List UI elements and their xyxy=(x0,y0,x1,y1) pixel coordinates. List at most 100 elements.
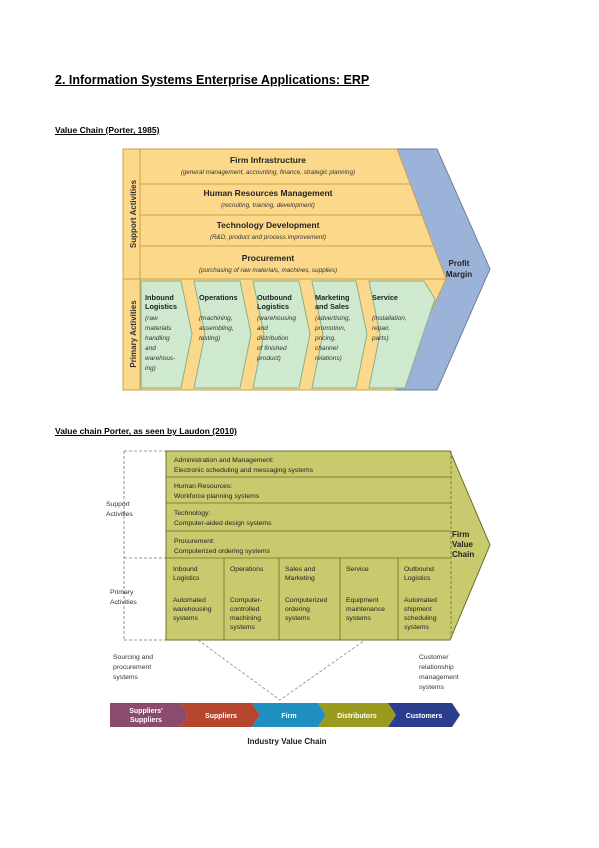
laudon-primary-sub: systems xyxy=(285,615,311,622)
primary-sub: product) xyxy=(256,355,281,362)
primary-title: and Sales xyxy=(315,302,349,311)
support-activities-label: Support Activities xyxy=(129,179,138,248)
primary-sub: and xyxy=(257,325,268,332)
laudon-primary-sub: ordering xyxy=(285,606,310,613)
laudon-primary-sub: systems xyxy=(346,615,372,622)
laudon-primary-sub: warehousing xyxy=(172,606,212,613)
support-row-sub: (purchasing of raw materials, machines, … xyxy=(199,267,337,274)
primary-chevron xyxy=(140,280,193,389)
laudon-primary-inbound: Inbound Logistics Automated warehousing … xyxy=(172,566,212,622)
laudon-primary-sub: systems xyxy=(173,615,199,622)
primary-sub: (installation, xyxy=(372,315,407,322)
primary-sub: promotion, xyxy=(314,325,346,332)
primary-title: Logistics xyxy=(145,302,177,311)
caption-porter: Value Chain (Porter, 1985) xyxy=(55,125,160,135)
primary-chevron xyxy=(311,280,368,389)
primary-title: Marketing xyxy=(315,293,349,302)
support-row-title: Procurement xyxy=(242,253,295,263)
primary-sub: materials xyxy=(145,325,172,332)
primary-sub: ing) xyxy=(145,365,156,372)
sourcing-label: Sourcing and xyxy=(113,654,153,661)
laudon-primary-sub: systems xyxy=(404,624,430,631)
laudon-primary-title: Inbound xyxy=(173,566,198,573)
chain-segment-suppliers xyxy=(180,703,260,727)
laudon-primary-title: Marketing xyxy=(285,575,315,582)
support-row-title: Technology Development xyxy=(217,220,320,230)
primary-activity-outbound: Outbound Logistics (warehousing and dist… xyxy=(256,293,296,362)
firm-value-chain-label: Firm xyxy=(452,530,469,539)
funnel-lines xyxy=(197,639,366,701)
laudon-primary-title: Operations xyxy=(230,566,264,573)
primary-sub: (warehousing xyxy=(257,315,296,322)
primary-title: Operations xyxy=(199,293,238,302)
primary-chevron xyxy=(368,280,436,389)
laudon-primary-service: Service Equipment maintenance systems xyxy=(346,566,385,622)
primary-title: Service xyxy=(372,293,398,302)
laudon-primary-sub: Automated xyxy=(173,597,206,604)
support-row-sub: (R&D, product and process improvement) xyxy=(210,234,326,241)
primary-sub: and xyxy=(145,345,156,352)
chain-label: Suppliers' xyxy=(129,708,163,715)
laudon-support-title: Procurement: xyxy=(174,538,215,545)
primary-sub: handling xyxy=(145,335,170,342)
chain-segment-distributors xyxy=(318,703,396,727)
laudon-support-title: Technology: xyxy=(174,510,210,517)
support-row: Procurement (purchasing of raw materials… xyxy=(199,253,337,274)
laudon-primary-title: Logistics xyxy=(173,575,200,582)
support-row-sub: (recruiting, training, development) xyxy=(221,202,315,209)
caption-laudon: Value chain Porter, as seen by Laudon (2… xyxy=(55,426,237,436)
laudon-primary-operations: Operations Computer- controlled machinin… xyxy=(230,566,264,631)
primary-sub: parts) xyxy=(371,335,389,342)
primary-chevron xyxy=(193,280,252,389)
laudon-primary-sub: Automated xyxy=(404,597,437,604)
primary-sub: (raw xyxy=(145,315,159,322)
laudon-support-label: Activities xyxy=(106,511,133,518)
laudon-support-sub: Workforce planning systems xyxy=(174,493,260,500)
laudon-primary-sub: Equipment xyxy=(346,597,379,604)
primary-sub: assembling, xyxy=(199,325,234,332)
laudon-primary-sub: machining xyxy=(230,615,261,622)
chain-label: Distributors xyxy=(337,713,377,720)
chain-segment-firm xyxy=(252,703,326,727)
laudon-support-sub: Computer-aided design systems xyxy=(174,520,272,527)
laudon-support-title: Human Resources: xyxy=(174,483,232,490)
chain-label: Suppliers xyxy=(205,713,237,720)
sourcing-label: procurement xyxy=(113,664,151,671)
sourcing-label: systems xyxy=(113,674,139,681)
chain-label: Firm xyxy=(281,713,296,720)
laudon-primary-sub: shipment xyxy=(404,606,432,613)
laudon-primary-title: Service xyxy=(346,566,369,573)
primary-sub: pricing, xyxy=(314,335,336,342)
crm-label: systems xyxy=(419,684,445,691)
page-title: 2. Information Systems Enterprise Applic… xyxy=(55,73,370,87)
primary-sub: (machining, xyxy=(199,315,233,322)
profit-margin-label: Margin xyxy=(446,270,472,279)
laudon-primary-sub: controlled xyxy=(230,606,260,613)
crm-label: management xyxy=(419,674,459,681)
laudon-primary-label: Primary xyxy=(110,589,134,596)
laudon-primary-title: Logistics xyxy=(404,575,431,582)
support-row-title: Human Resources Management xyxy=(204,188,333,198)
primary-activities-label: Primary Activities xyxy=(129,300,138,368)
firm-value-chain-label: Chain xyxy=(452,550,474,559)
laudon-primary-label: Activities xyxy=(110,599,137,606)
primary-sub: relations) xyxy=(315,355,342,362)
primary-title: Outbound xyxy=(257,293,292,302)
primary-activity-operations: Operations (machining, assembling, testi… xyxy=(199,293,238,342)
primary-activity-inbound: Inbound Logistics (raw materials handlin… xyxy=(145,293,177,372)
primary-sub: of finished xyxy=(257,345,287,352)
firm-value-chain-label: Value xyxy=(452,540,473,549)
primary-sub: warehous- xyxy=(145,355,176,362)
primary-sub: (advertising, xyxy=(315,315,351,322)
primary-chevron xyxy=(252,280,311,389)
laudon-primary-sub: systems xyxy=(230,624,256,631)
support-row: Technology Development (R&D, product and… xyxy=(210,220,326,241)
primary-title: Logistics xyxy=(257,302,289,311)
laudon-support-sub: Electronic scheduling and messaging syst… xyxy=(174,467,314,474)
laudon-primary-sub: scheduling xyxy=(404,615,437,622)
chain-segment-customers xyxy=(388,703,460,727)
support-row-title: Firm Infrastructure xyxy=(230,155,306,165)
chain-label: Customers xyxy=(406,713,443,720)
